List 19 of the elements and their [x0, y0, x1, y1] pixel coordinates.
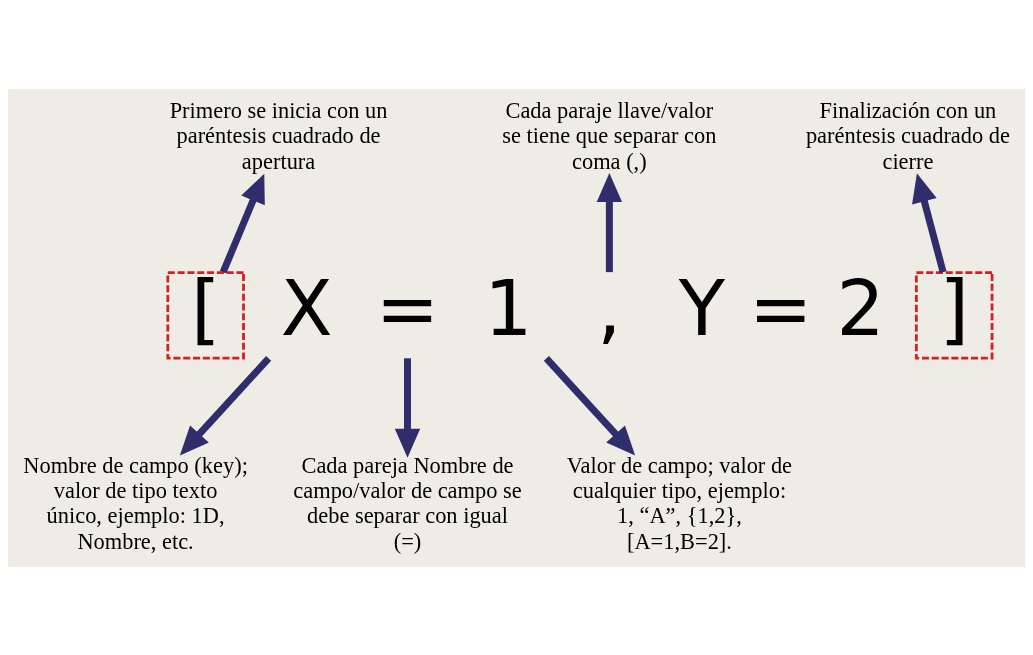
node-text: Nombre de campo (key); valor de tipo texto único, ejemplo: 1D, Nombre, etc.	[23, 452, 248, 553]
arrow	[543, 355, 636, 455]
node-text: Cada paraje llave/valor se tiene que separar con coma (,)	[502, 97, 717, 174]
arrow	[179, 355, 272, 455]
node-text: Valor de campo; valor de cualquier tipo, ejemplo: 1, “A”, {1,2}, [A=1,B=2].	[566, 452, 793, 553]
node-text: ,	[597, 264, 622, 353]
node-text: 1	[484, 264, 533, 353]
arrow	[394, 357, 421, 458]
node-box: ]	[914, 270, 994, 360]
node-text: Finalización con un paréntesis cuadrado de cierre	[805, 97, 1010, 174]
node-text: =	[375, 264, 440, 353]
arrow	[596, 172, 623, 272]
node-text: Primero se inicia con un paréntesis cuadrado de apertura	[169, 97, 388, 174]
node-box: [	[166, 270, 245, 360]
node-text: Cada pareja Nombre de campo/valor de campo se debe separar con igual (=)	[293, 452, 522, 553]
arrow	[912, 172, 947, 273]
arrow	[219, 173, 265, 273]
label: Y = 2	[678, 264, 885, 353]
node-text: X	[280, 264, 333, 353]
